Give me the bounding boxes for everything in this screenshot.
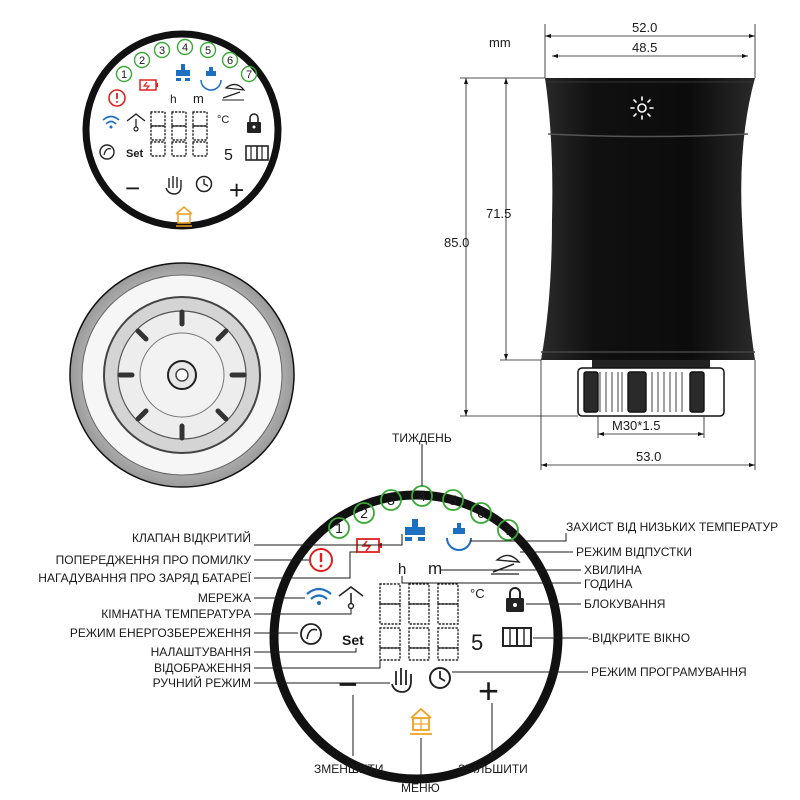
label-hour: ГОДИНА (584, 577, 632, 591)
top-week-4: 4 (182, 42, 188, 54)
top-eco-icon (99, 144, 115, 160)
annotated-display: 1 2 3 4 5 6 7 h m °C Set 5 (269, 485, 563, 784)
callout-labels: ТИЖДЕНЬ КЛАПАН ВІДКРИТИЙ ПОПЕРЕДЖЕННЯ ПР… (38, 431, 778, 795)
top-set-label: Set (126, 148, 143, 160)
top-lock-icon (247, 113, 261, 133)
dim-bottom: 53.0 (636, 449, 661, 464)
callout-lines (254, 444, 588, 775)
bottom-holiday-icon (491, 554, 521, 575)
top-week-3: 3 (159, 45, 165, 57)
top-holiday-icon (222, 83, 246, 101)
top-minute-symbol: m (193, 91, 204, 106)
bottom-error-icon (309, 548, 333, 572)
label-network: МЕРЕЖА (198, 591, 251, 605)
bottom-manual-icon (391, 668, 412, 693)
annotated-display-bezel (269, 490, 563, 784)
bottom-plus: + (478, 670, 499, 711)
top-room-temp-icon (126, 113, 146, 132)
threaded-nut (577, 367, 725, 417)
label-decrease: ЗМЕНШИТИ (314, 762, 384, 776)
side-unit: mm (489, 35, 511, 50)
top-battery-icon (139, 79, 158, 91)
thermostat-body (541, 78, 755, 360)
dim-body-height: 71.5 (486, 206, 511, 221)
back-view (69, 262, 295, 488)
top-error-icon (108, 89, 126, 107)
label-holiday-mode: РЕЖИМ ВІДПУСТКИ (576, 545, 692, 559)
side-view: mm 52.0 48.5 (444, 20, 756, 470)
label-menu: МЕНЮ (401, 781, 440, 795)
label-program-mode: РЕЖИМ ПРОГРАМУВАННЯ (591, 665, 747, 679)
dim-thread: M30*1.5 (612, 418, 660, 433)
label-manual-mode: РУЧНИЙ РЕЖИМ (153, 675, 251, 690)
bottom-menu-icon (410, 707, 432, 735)
label-display: ВІДОБРАЖЕННЯ (154, 661, 251, 675)
bottom-week-1: 1 (335, 520, 343, 536)
top-hour-symbol: h (170, 92, 177, 106)
bottom-minute-symbol: m (428, 559, 442, 578)
top-front-view: 1 2 3 4 5 6 7 h m °C Set 5 (82, 30, 282, 230)
top-week-1: 1 (121, 69, 127, 81)
bottom-minus: − (338, 666, 358, 704)
bottom-week-2: 2 (360, 505, 368, 521)
label-minute: ХВИЛИНА (584, 563, 642, 577)
label-battery-reminder: НАГАДУВАННЯ ПРО ЗАРЯД БАТАРЕЇ (38, 571, 251, 585)
top-digit-five: 5 (224, 147, 233, 164)
dim-top-outer: 52.0 (632, 20, 657, 35)
label-room-temperature: КІМНАТНА ТЕМПЕРАТУРА (101, 607, 251, 621)
bottom-eco-icon (300, 623, 322, 645)
top-week-5: 5 (205, 45, 211, 57)
top-program-clock-icon (195, 175, 213, 193)
bottom-wifi-icon (306, 587, 332, 605)
top-week-6: 6 (227, 55, 233, 67)
bottom-week-5: 5 (449, 492, 457, 508)
label-lock: БЛОКУВАННЯ (584, 597, 665, 611)
top-minus: − (125, 173, 140, 203)
bottom-window-icon (502, 627, 532, 647)
top-lcd-digits (150, 111, 208, 157)
dim-top-inner: 48.5 (632, 40, 657, 55)
label-valve-open: КЛАПАН ВІДКРИТИЙ (132, 530, 251, 545)
top-window-icon (245, 145, 269, 161)
bottom-lcd-digits (379, 583, 459, 661)
label-frost-protection: ЗАХИСТ ВІД НИЗЬКИХ ТЕМПЕРАТУР (566, 520, 778, 534)
label-eco-mode: РЕЖИМ ЕНЕРГОЗБЕРЕЖЕННЯ (70, 626, 251, 640)
top-plus: + (229, 175, 244, 205)
connector-collar (592, 360, 710, 368)
back-clips (117, 309, 247, 441)
label-error-warning: ПОПЕРЕДЖЕННЯ ПРО ПОМИЛКУ (56, 553, 252, 567)
bottom-frost-icon (446, 523, 472, 551)
top-week-7: 7 (246, 69, 252, 81)
dim-total-height: 85.0 (444, 235, 469, 250)
bottom-celsius: °C (470, 586, 485, 601)
top-wifi-icon (102, 115, 120, 129)
bottom-valve-icon (405, 519, 425, 541)
label-week: ТИЖДЕНЬ (392, 431, 452, 445)
label-open-window: -ВІДКРИТЕ ВІКНО (588, 631, 690, 645)
bottom-program-clock-icon (429, 667, 451, 689)
bottom-digit-five: 5 (471, 630, 483, 655)
bottom-week-7: 7 (504, 522, 512, 538)
top-frost-icon (200, 67, 222, 91)
bottom-week-6: 6 (477, 505, 485, 521)
top-menu-icon (175, 206, 193, 227)
body-light-icon (630, 96, 654, 120)
top-celsius: °C (217, 114, 229, 126)
bottom-week-3: 3 (387, 492, 395, 508)
bottom-set-label: Set (342, 632, 364, 648)
bottom-lock-icon (506, 587, 524, 612)
label-settings: НАЛАШТУВАННЯ (151, 645, 251, 659)
bottom-hour-symbol: h (398, 561, 406, 578)
top-week-2: 2 (139, 55, 145, 67)
top-manual-icon (165, 176, 182, 195)
label-increase: ЗБІЛЬШИТИ (458, 762, 528, 776)
bottom-week-4: 4 (418, 488, 426, 504)
top-valve-icon (176, 64, 190, 81)
top-week-circles: 1 2 3 4 5 6 7 (115, 38, 258, 83)
